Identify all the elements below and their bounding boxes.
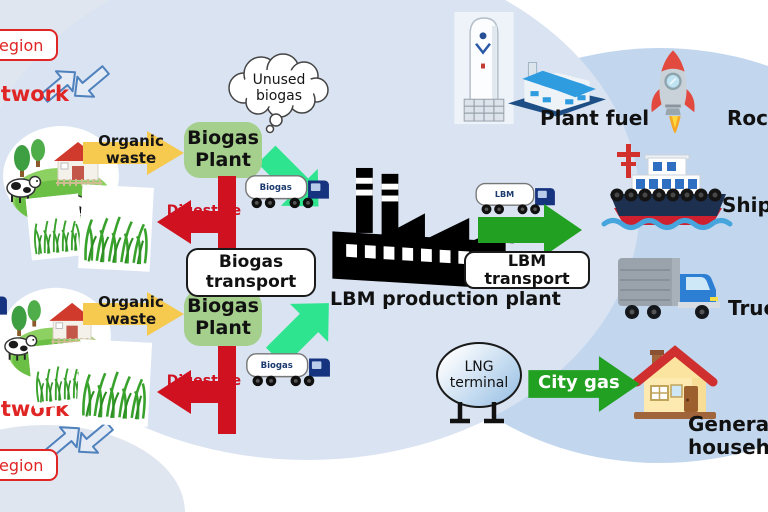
lbm-plant-label: LBM production plant — [330, 288, 561, 310]
biogas-truck-icon-2: Biogas — [245, 350, 337, 388]
lbm-transport-label: LBM transport — [464, 251, 590, 289]
thought-cloud-icon — [228, 53, 329, 134]
biogas-truck-label: Biogas — [260, 183, 292, 193]
grass-card-icon — [78, 184, 154, 272]
rocket-icon — [651, 50, 695, 134]
ship-icon — [601, 144, 733, 230]
region-label-top: Region — [0, 29, 58, 61]
ship-fuel-label: Ship fuel — [722, 193, 768, 217]
digestive-fluid-label-1: Digestive fluid — [166, 203, 242, 236]
city-gas-label: City gas — [538, 372, 620, 393]
plant-fuel-label: Plant fuel — [540, 106, 650, 130]
organic-waste-label-2: Organic waste — [98, 293, 164, 329]
gas-cylinder-icon — [454, 12, 514, 125]
biogas-plant-label: Biogas Plant — [187, 295, 259, 339]
digestive-fluid-label-2: Digestive fluid — [166, 373, 242, 406]
region-label-text: Region — [0, 35, 44, 55]
grass-card-icon — [23, 193, 87, 261]
lbm-transport-arrow — [478, 202, 584, 258]
households-label: General households — [688, 412, 768, 459]
cargo-truck-icon — [618, 258, 720, 319]
lng-terminal-tank: LNG terminal — [436, 342, 522, 408]
tanker-truck-fragment-icon — [0, 288, 14, 326]
lbm-transport-text: LBM transport — [484, 250, 570, 288]
lbm-truck-icon: LBM — [474, 180, 562, 216]
biogas-plant-box-1: Biogas Plant — [184, 122, 262, 178]
unused-biogas-label: Unused biogas — [252, 72, 306, 105]
lng-terminal-label: LNG terminal — [449, 358, 509, 391]
biogas-transport-text: Biogas transport — [205, 251, 297, 292]
plant-fuel-factory-icon — [508, 62, 606, 117]
house-icon — [632, 345, 718, 419]
rocket-fuel-label: Rocket fuel — [727, 106, 768, 130]
region-label-text: Region — [0, 455, 44, 475]
biogas-truck-icon-1: Biogas — [244, 172, 336, 210]
lbm-truck-label: LBM — [495, 189, 514, 199]
region-label-bottom: Region — [0, 449, 58, 481]
biogas-truck-label: Biogas — [261, 361, 293, 371]
biogas-plant-box-2: Biogas Plant — [184, 290, 262, 346]
biogas-transport-label: Biogas transport — [186, 248, 316, 297]
network-label-top: Network — [0, 82, 70, 106]
lng-terminal-legs — [450, 402, 504, 424]
truck-fuel-label: Truck fuel — [728, 296, 768, 320]
grass-card-icon — [76, 338, 152, 428]
organic-waste-label-1: Organic waste — [98, 132, 164, 168]
biogas-plant-label: Biogas Plant — [187, 127, 259, 171]
